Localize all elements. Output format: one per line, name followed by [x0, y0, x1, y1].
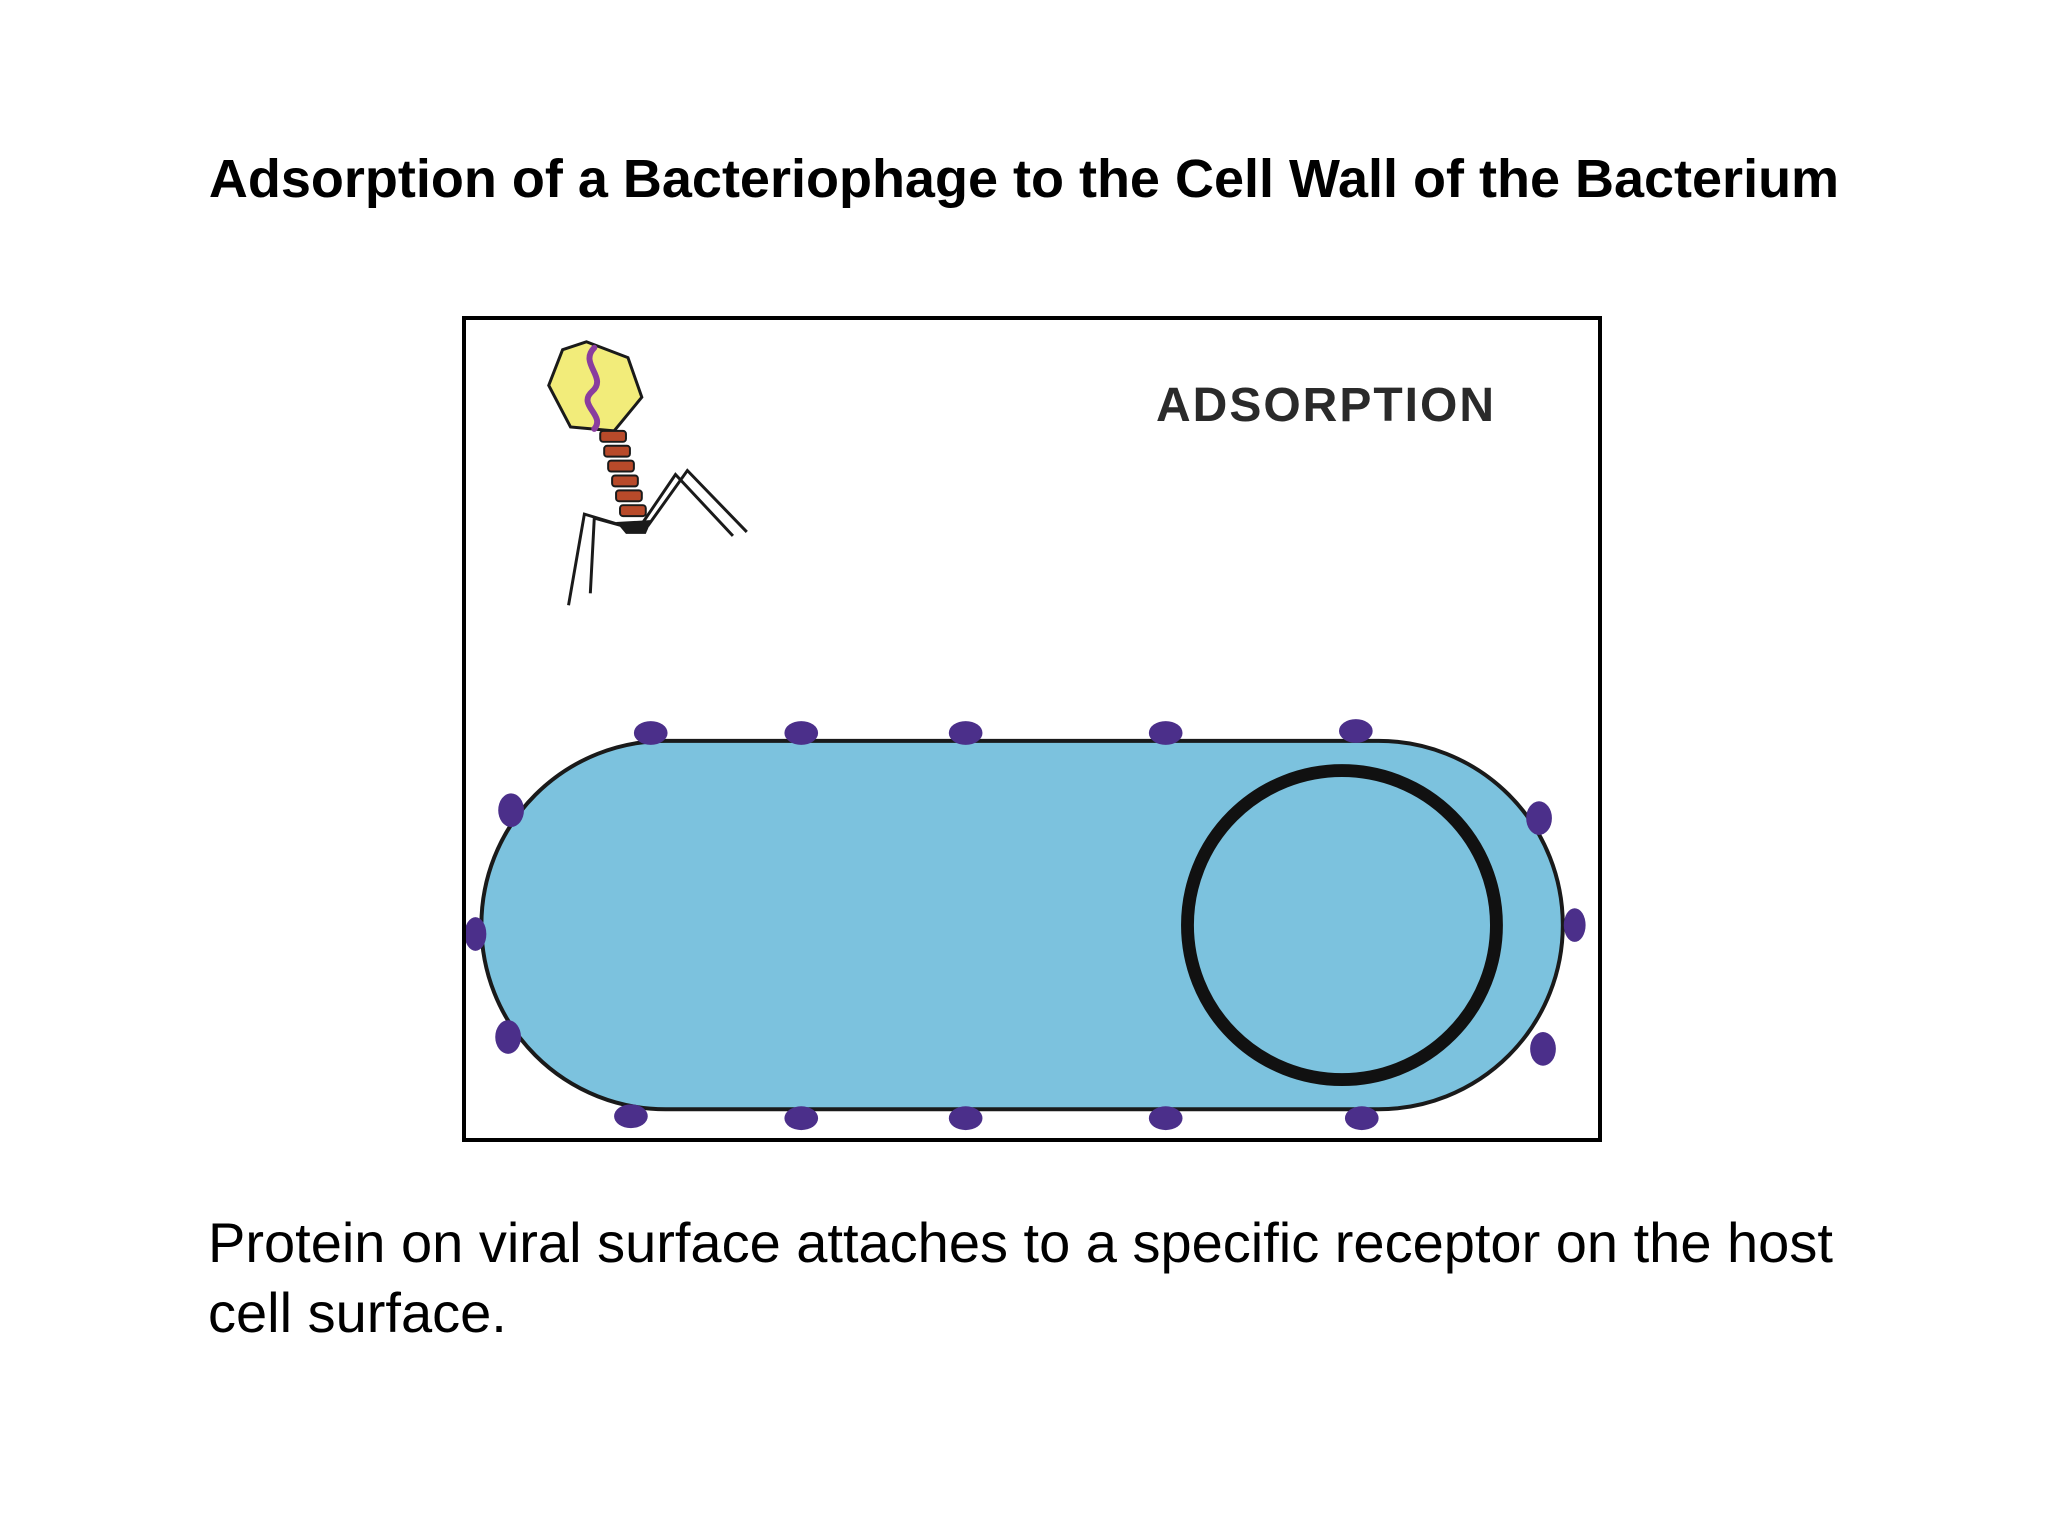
stage-label: ADSORPTION: [1156, 379, 1497, 432]
receptor-dot: [948, 1106, 983, 1131]
receptor-dot: [784, 721, 819, 745]
receptor-dot: [633, 721, 668, 745]
receptor-dot: [495, 1020, 521, 1054]
phage-tail: [599, 429, 647, 518]
receptor-dot: [1563, 908, 1586, 942]
receptor-dot: [1526, 801, 1552, 835]
phage-tail-fibers: [567, 468, 748, 606]
slide-caption: Protein on viral surface attaches to a s…: [208, 1211, 1833, 1344]
receptor-dot: [948, 721, 983, 745]
bacteriophage: [547, 340, 748, 606]
receptor-dot: [1338, 719, 1373, 743]
surface-receptors: [466, 719, 1586, 1131]
receptor-dot: [1148, 1106, 1183, 1131]
phage-dna: [584, 344, 601, 432]
receptor-dot: [1148, 721, 1183, 745]
nucleoid-ring: [1181, 764, 1503, 1087]
receptor-dot: [466, 917, 487, 951]
receptor-dot: [614, 1104, 648, 1129]
receptor-dot: [1344, 1106, 1379, 1131]
receptor-dot: [498, 793, 524, 828]
adsorption-figure: ADSORPTION: [462, 316, 1602, 1142]
receptor-dot: [784, 1106, 819, 1131]
bacterium-cell: [479, 738, 1565, 1112]
receptor-dot: [1530, 1032, 1556, 1066]
slide-title: Adsorption of a Bacteriophage to the Cel…: [208, 149, 1840, 209]
adsorption-illustration: [466, 340, 1586, 1131]
